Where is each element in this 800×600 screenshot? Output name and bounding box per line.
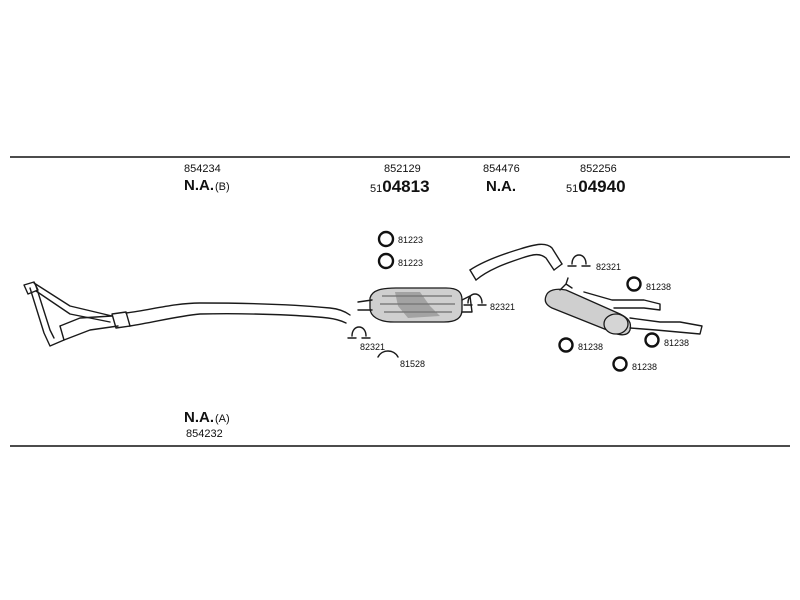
part-number-852256: 852256 xyxy=(580,163,617,175)
callout-82321-b: 82321 xyxy=(490,302,515,312)
ring-81223-a-icon xyxy=(377,230,395,248)
ring-81238-c-icon xyxy=(644,332,660,348)
order-code-5104813: 5104813 xyxy=(370,177,430,196)
clamp-82321-c-icon xyxy=(567,254,591,267)
callout-81238-a: 81238 xyxy=(646,282,671,292)
part-number-854476: 854476 xyxy=(483,163,520,175)
callout-81238-c: 81238 xyxy=(664,338,689,348)
ring-81238-a-icon xyxy=(626,276,642,292)
part-number-852129: 852129 xyxy=(384,163,421,175)
rear-muffler-icon xyxy=(544,277,703,336)
na-label-middle: N.A. xyxy=(486,178,516,195)
callout-81223-b: 81223 xyxy=(398,258,423,268)
callout-81528: 81528 xyxy=(400,359,425,369)
part-number-854232: 854232 xyxy=(186,428,223,440)
callout-81223-a: 81223 xyxy=(398,235,423,245)
front-pipe-icon xyxy=(23,281,351,347)
clamp-82321-a-icon xyxy=(347,326,371,339)
gasket-81528-icon xyxy=(377,350,399,358)
ring-81238-d-icon xyxy=(612,356,628,372)
intermediate-pipe-icon xyxy=(469,243,563,281)
ring-81238-b-icon xyxy=(558,337,574,353)
middle-muffler-icon xyxy=(357,287,473,323)
ring-81223-b-icon xyxy=(377,252,395,270)
clamp-82321-b-icon xyxy=(463,293,487,306)
callout-81238-d: 81238 xyxy=(632,362,657,372)
callout-82321-c: 82321 xyxy=(596,262,621,272)
callout-81238-b: 81238 xyxy=(578,342,603,352)
callout-82321-a: 82321 xyxy=(360,342,385,352)
na-label-b: N.A.(B) xyxy=(184,177,230,194)
order-code-5104940: 5104940 xyxy=(566,177,626,196)
part-number-854234: 854234 xyxy=(184,163,221,175)
na-label-a: N.A.(A) xyxy=(184,409,230,426)
